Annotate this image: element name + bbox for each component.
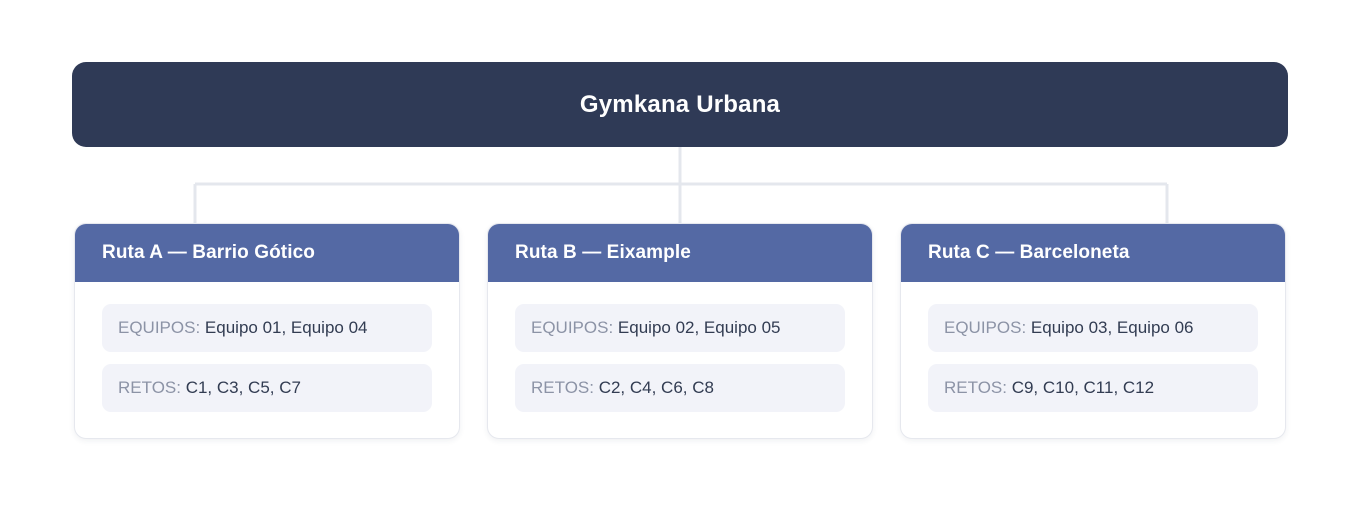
branch-body-c: EQUIPOS: Equipo 03, Equipo 06 RETOS: C9,… (901, 282, 1285, 438)
info-label-retos-a: RETOS: (118, 378, 186, 397)
branch-body-a: EQUIPOS: Equipo 01, Equipo 04 RETOS: C1,… (75, 282, 459, 438)
info-label-equipos-c: EQUIPOS: (944, 318, 1031, 337)
branch-body-b: EQUIPOS: Equipo 02, Equipo 05 RETOS: C2,… (488, 282, 872, 438)
info-row-retos-a: RETOS: C1, C3, C5, C7 (102, 364, 432, 412)
info-value-retos-b: C2, C4, C6, C8 (598, 378, 714, 397)
info-label-equipos-b: EQUIPOS: (531, 318, 618, 337)
root-node-title: Gymkana Urbana (579, 90, 781, 118)
branch-header-a: Ruta A — Barrio Gótico (75, 224, 459, 282)
branch-row: Ruta A — Barrio Gótico EQUIPOS: Equipo 0… (74, 223, 1288, 439)
branch-card-b[interactable]: Ruta B — Eixample EQUIPOS: Equipo 02, Eq… (487, 223, 873, 439)
branch-header-c: Ruta C — Barceloneta (901, 224, 1285, 282)
info-row-equipos-a: EQUIPOS: Equipo 01, Equipo 04 (102, 304, 432, 352)
info-value-equipos-c: Equipo 03, Equipo 06 (1030, 318, 1194, 337)
info-row-retos-b: RETOS: C2, C4, C6, C8 (515, 364, 845, 412)
info-value-retos-a: C1, C3, C5, C7 (185, 378, 301, 397)
branch-card-c[interactable]: Ruta C — Barceloneta EQUIPOS: Equipo 03,… (900, 223, 1286, 439)
branch-title-c: Ruta C — Barceloneta (928, 242, 1130, 263)
info-label-retos-c: RETOS: (944, 378, 1012, 397)
branch-title-a: Ruta A — Barrio Gótico (102, 242, 315, 263)
info-value-equipos-a: Equipo 01, Equipo 04 (204, 318, 368, 337)
branch-title-b: Ruta B — Eixample (515, 242, 691, 263)
branch-card-a[interactable]: Ruta A — Barrio Gótico EQUIPOS: Equipo 0… (74, 223, 460, 439)
branch-header-b: Ruta B — Eixample (488, 224, 872, 282)
info-value-equipos-b: Equipo 02, Equipo 05 (617, 318, 781, 337)
info-label-retos-b: RETOS: (531, 378, 599, 397)
info-value-retos-c: C9, C10, C11, C12 (1011, 378, 1155, 397)
info-label-equipos-a: EQUIPOS: (118, 318, 205, 337)
root-node[interactable]: Gymkana Urbana (72, 62, 1288, 147)
info-row-retos-c: RETOS: C9, C10, C11, C12 (928, 364, 1258, 412)
info-row-equipos-c: EQUIPOS: Equipo 03, Equipo 06 (928, 304, 1258, 352)
info-row-equipos-b: EQUIPOS: Equipo 02, Equipo 05 (515, 304, 845, 352)
